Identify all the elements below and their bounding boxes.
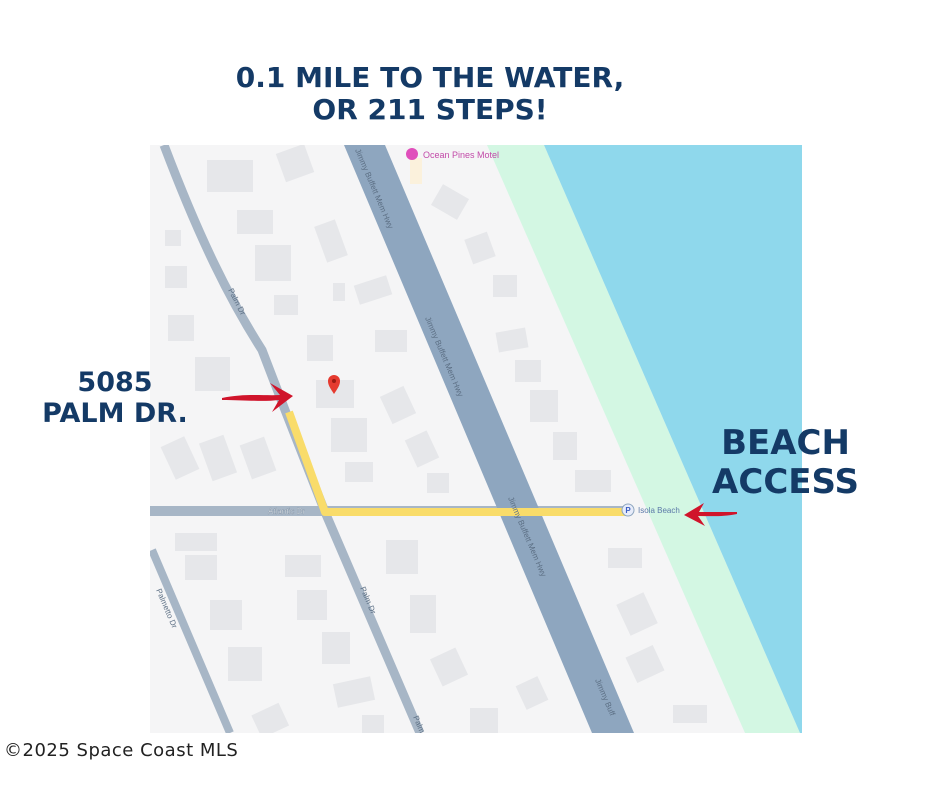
- road-palmetto-dr: [150, 548, 234, 733]
- label-highway-mid: Jimmy Buffett Mem Hwy: [423, 315, 465, 398]
- label-atlantic: Atlantic Dr: [268, 507, 305, 516]
- beach-access-callout: BEACH ACCESS: [708, 424, 863, 502]
- map-pin-icon[interactable]: [328, 375, 340, 394]
- motel-label[interactable]: Ocean Pines Motel: [423, 150, 499, 160]
- label-highway-bottom: Jimmy Buff: [593, 677, 617, 718]
- address-number: 5085: [77, 367, 153, 398]
- label-palm-bottom: Palm Dr: [411, 714, 431, 744]
- land: [150, 145, 802, 733]
- beach-line-2: ACCESS: [712, 462, 859, 502]
- address-street: PALM DR.: [42, 398, 188, 429]
- road-highway: [344, 145, 634, 733]
- parking-icon[interactable]: P: [621, 503, 635, 517]
- label-highway-top: Jimmy Buffett Mem Hwy: [353, 147, 395, 230]
- label-highway-low: Jimmy Buffett Mem Hwy: [506, 495, 548, 578]
- label-palmetto: Palmetto Dr: [154, 587, 179, 630]
- label-palm-top: Palm Dr: [226, 287, 247, 317]
- address-callout: 5085 PALM DR.: [40, 367, 190, 429]
- walking-route: [285, 410, 625, 516]
- headline: 0.1 MILE TO THE WATER, OR 211 STEPS!: [0, 62, 860, 126]
- motel-building: [410, 158, 422, 184]
- label-palm-mid: Palm Dr: [358, 585, 378, 615]
- label-isola-beach[interactable]: Isola Beach: [638, 506, 680, 515]
- svg-text:P: P: [625, 506, 631, 515]
- beach-line-1: BEACH: [721, 423, 850, 463]
- arrow-to-beach-icon: [684, 503, 737, 526]
- headline-line-2: OR 211 STEPS!: [312, 93, 548, 126]
- road-palm-dr: [159, 145, 425, 733]
- arrow-to-house-icon: [222, 383, 293, 412]
- buildings: [160, 145, 707, 733]
- headline-line-1: 0.1 MILE TO THE WATER,: [235, 61, 625, 94]
- copyright: ©2025 Space Coast MLS: [4, 740, 239, 761]
- motel-icon[interactable]: [406, 148, 418, 160]
